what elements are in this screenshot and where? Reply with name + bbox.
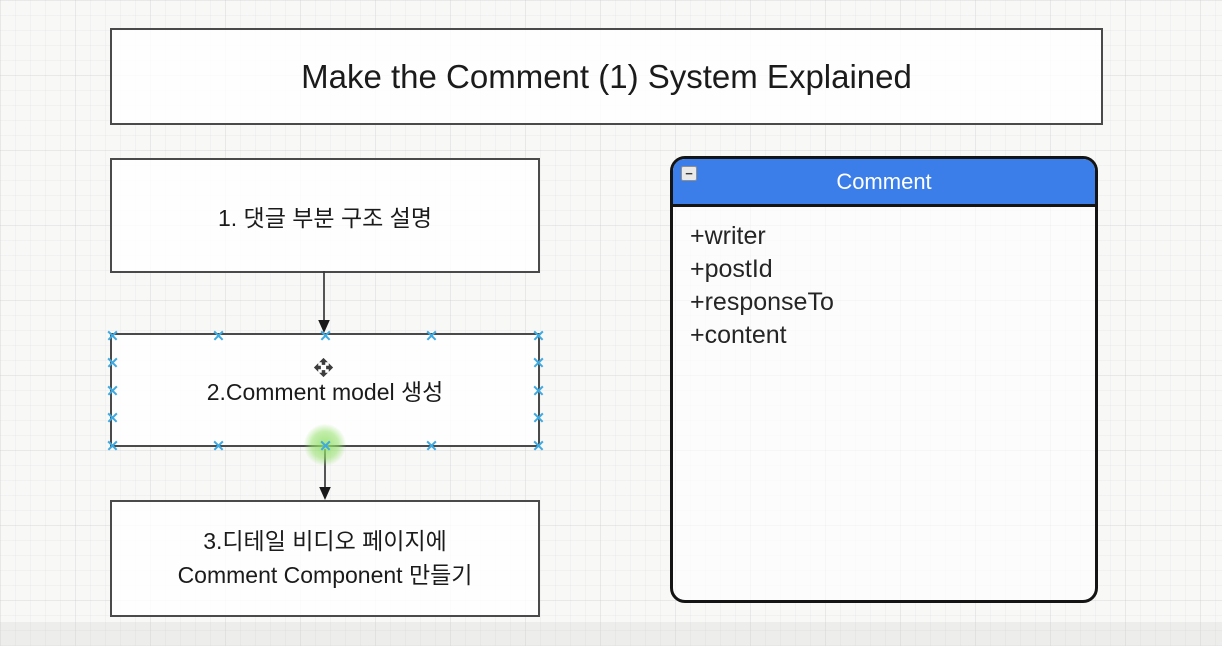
uml-field[interactable]: +content [690,321,787,349]
canvas-bottom-band [0,622,1222,646]
uml-class-body: +writer +postId +responseTo +content [673,207,1095,352]
connection-point-icon[interactable] [533,330,544,341]
connection-point-icon[interactable] [213,440,224,451]
connection-point-icon[interactable] [107,412,118,423]
connection-point-icon[interactable] [107,440,118,451]
uml-field[interactable]: +writer [690,222,766,250]
title-shape[interactable]: Make the Comment (1) System Explained [110,28,1103,125]
uml-class-comment[interactable]: − Comment +writer +postId +responseTo +c… [670,156,1098,603]
connection-point-icon[interactable] [320,440,331,451]
connection-point-icon[interactable] [107,330,118,341]
flow-step-1-label: 1. 댓글 부분 구조 설명 [217,204,433,231]
title-text: Make the Comment (1) System Explained [301,57,912,95]
uml-field[interactable]: +postId [690,255,773,283]
connection-point-icon[interactable] [213,330,224,341]
connection-point-icon[interactable] [426,330,437,341]
connection-point-icon[interactable] [533,385,544,396]
flow-step-3-shape[interactable]: 3.디테일 비디오 페이지에 Comment Component 만들기 [110,500,540,617]
connection-point-icon[interactable] [533,412,544,423]
connection-point-icon[interactable] [533,357,544,368]
uml-class-header[interactable]: − Comment [673,159,1095,207]
flow-step-1-shape[interactable]: 1. 댓글 부분 구조 설명 [110,158,540,273]
connection-point-icon[interactable] [533,440,544,451]
connection-point-icon[interactable] [107,357,118,368]
collapse-icon[interactable]: − [681,166,697,181]
flow-step-2-shape[interactable]: 2.Comment model 생성 [107,330,540,466]
uml-field[interactable]: +responseTo [690,288,834,316]
move-cursor-icon [313,357,334,378]
flow-step-3-label: 3.디테일 비디오 페이지에 Comment Component 만들기 [177,528,473,588]
connection-point-icon[interactable] [107,385,118,396]
flow-step-2-label: 2.Comment model 생성 [206,379,444,405]
uml-class-title: Comment [836,168,932,194]
flow-arrow-1[interactable] [315,271,333,335]
connection-point-icon[interactable] [426,440,437,451]
